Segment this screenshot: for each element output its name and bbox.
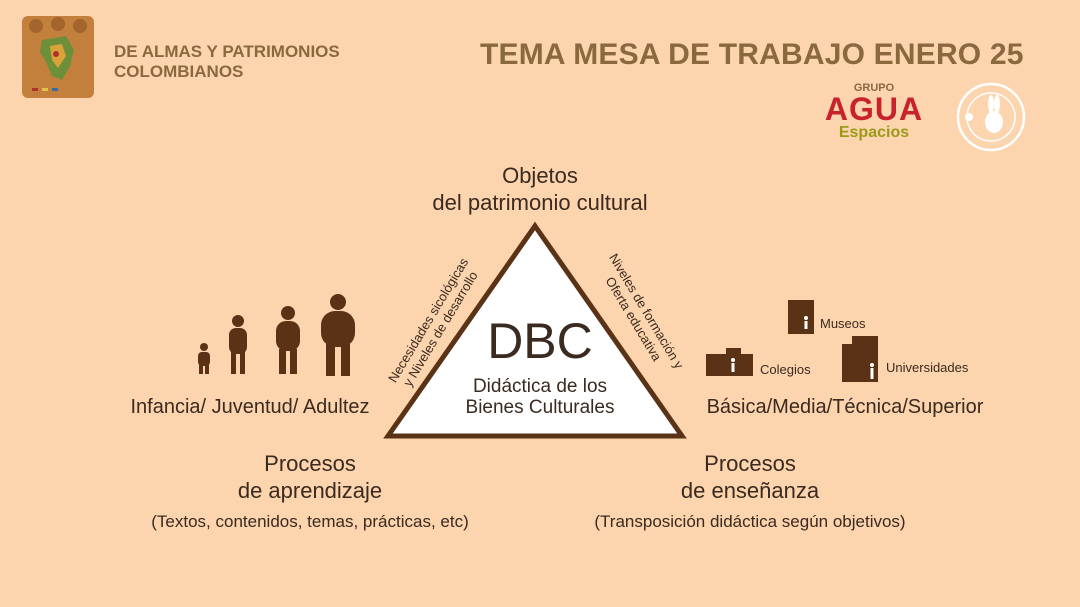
triangle-diagram: [383, 221, 687, 439]
brand-name: DE ALMAS Y PATRIMONIOS COLOMBIANOS: [114, 42, 414, 82]
agua-word: AGUA: [824, 91, 924, 127]
agua-grupo: GRUPO: [853, 82, 895, 94]
agua-espacios: Espacios: [838, 124, 910, 141]
bottom-right-label: Procesos de enseñanza (Transposición did…: [550, 450, 950, 535]
bottom-right-line-1: Procesos: [704, 451, 796, 476]
family-map-logo-icon: [22, 16, 94, 98]
dbc-subtitle: Didáctica de los Bienes Culturales: [420, 376, 660, 418]
partner-logo-agua: GRUPO AGUA Espacios: [824, 82, 924, 152]
brand-line-2: COLOMBIANOS: [114, 62, 244, 81]
bottom-right-note: (Transposición didáctica según objetivos…: [594, 512, 906, 531]
brand-line-1: DE ALMAS Y PATRIMONIOS: [114, 42, 340, 61]
left-label: Infancia/ Juventud/ Adultez: [130, 396, 370, 418]
dbc-title: DBC: [487, 313, 593, 369]
seal-rabbit-icon: [956, 82, 1026, 152]
top-label-line-1: Objetos: [502, 163, 578, 188]
building-icon: [706, 300, 878, 382]
dbc-triangle: [383, 221, 687, 439]
page-title: TEMA MESA DE TRABAJO ENERO 25: [480, 38, 1024, 71]
institution-museos: Museos: [820, 316, 866, 331]
right-label: Básica/Media/Técnica/Superior: [706, 396, 984, 418]
bottom-left-note: (Textos, contenidos, temas, prácticas, e…: [151, 512, 469, 531]
bottom-left-label: Procesos de aprendizaje (Textos, conteni…: [130, 450, 490, 535]
institution-universidades: Universidades: [886, 360, 969, 375]
people-growth-icon: [198, 294, 355, 376]
top-label-line-2: del patrimonio cultural: [432, 190, 648, 215]
dbc-subtitle-line-1: Didáctica de los: [472, 376, 608, 397]
institution-colegios: Colegios: [760, 362, 811, 377]
bottom-right-line-2: de enseñanza: [680, 478, 820, 503]
bottom-left-line-1: Procesos: [264, 451, 356, 476]
bottom-left-line-2: de aprendizaje: [237, 478, 383, 503]
top-label: Objetos del patrimonio cultural: [390, 162, 690, 216]
dbc-subtitle-line-2: Bienes Culturales: [465, 397, 615, 418]
